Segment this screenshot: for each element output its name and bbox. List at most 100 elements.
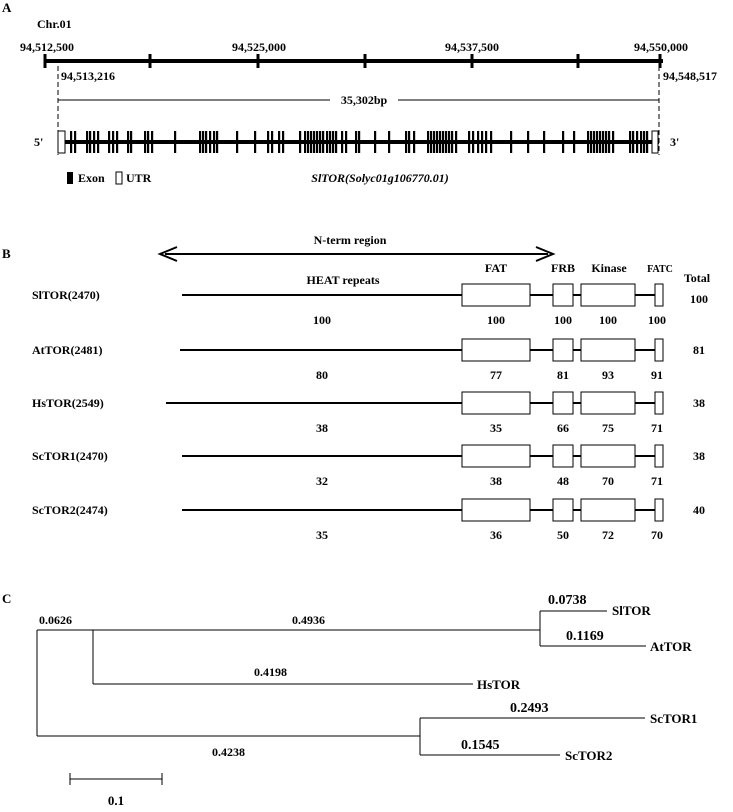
heat-repeats-label: HEAT repeats <box>306 273 379 287</box>
frb-domain-box <box>552 498 574 522</box>
total-identity: 81 <box>693 343 705 357</box>
fatc-identity: 70 <box>651 528 663 542</box>
exon-bar <box>341 131 344 153</box>
exon-bar <box>335 131 338 153</box>
exon-bar <box>472 131 475 153</box>
exon-bar <box>433 131 436 153</box>
fatc-identity: 100 <box>648 313 666 327</box>
frb-identity: 81 <box>557 368 569 382</box>
exon-bar <box>326 131 329 153</box>
panel-b: B N-term region HEAT repeats FAT FRB Kin… <box>2 233 711 542</box>
gene-length-label: 35,302bp <box>341 93 388 107</box>
exon-bar <box>236 131 239 153</box>
exon-bar <box>304 131 307 153</box>
exon-bar <box>345 131 348 153</box>
exon-bar <box>490 131 493 153</box>
protein-name: ScTOR1(2470) <box>32 449 108 463</box>
exon-bar <box>587 131 590 153</box>
exon-bar <box>388 131 391 153</box>
kinase-identity: 70 <box>602 474 614 488</box>
protein-name: HsTOR(2549) <box>32 396 104 410</box>
kinase-domain-box <box>580 498 636 522</box>
exon-bar <box>202 131 205 153</box>
exon-bar <box>636 131 639 153</box>
exon-bar <box>430 131 433 153</box>
fatc-identity: 91 <box>651 368 663 382</box>
exon-bar <box>267 131 270 153</box>
exon-bar <box>596 131 599 153</box>
exon-bar <box>174 131 177 153</box>
panel-c: C 0.0626 0.4936 0.0738 0.1169 0.4198 0.2… <box>2 591 697 808</box>
frb-domain-box <box>552 283 574 307</box>
exon-bar <box>329 131 332 153</box>
utr-5prime <box>57 130 66 154</box>
frb-identity: 66 <box>557 421 569 435</box>
exon-bar <box>70 131 73 153</box>
branch-length-label: 0.2493 <box>510 701 549 716</box>
exon-group <box>70 131 649 153</box>
fatc-domain-box <box>654 391 664 415</box>
protein-name: SlTOR(2470) <box>32 288 100 302</box>
total-identity: 100 <box>690 292 708 306</box>
kinase-domain-label: Kinase <box>591 261 627 275</box>
protein-row-sctor1: ScTOR1(2470) 32 38 48 70 71 38 <box>32 444 705 488</box>
frb-domain-label: FRB <box>551 261 575 275</box>
frb-domain-box <box>552 391 574 415</box>
three-prime-label: 3' <box>670 135 679 149</box>
exon-bar <box>562 131 565 153</box>
exon-bar <box>543 131 546 153</box>
scale-bar-label: 0.1 <box>108 793 124 808</box>
kinase-identity: 75 <box>602 421 614 435</box>
heat-identity: 35 <box>316 528 328 542</box>
taxon-label-attor: AtTOR <box>650 639 692 654</box>
exon-bar <box>468 131 471 153</box>
exon-bar <box>144 131 147 153</box>
exon-bar <box>209 131 212 153</box>
exon-bar <box>89 131 92 153</box>
fat-identity: 35 <box>490 421 502 435</box>
exon-bar <box>319 131 322 153</box>
exon-bar <box>602 131 605 153</box>
kinase-domain-box <box>580 391 636 415</box>
exon-bar <box>573 131 576 153</box>
exon-bar <box>599 131 602 153</box>
utr-3prime <box>651 130 659 154</box>
gene-name-label: SlTOR(Solyc01g106770.01) <box>311 171 448 185</box>
fat-identity: 100 <box>487 313 505 327</box>
utr-legend-swatch <box>115 171 123 185</box>
exon-bar <box>608 131 611 153</box>
exon-bar <box>593 131 596 153</box>
exon-bar <box>205 131 208 153</box>
exon-bar <box>151 131 154 153</box>
exon-bar <box>254 131 257 153</box>
exon-bar <box>355 131 358 153</box>
total-identity: 38 <box>693 449 705 463</box>
fatc-domain-box <box>654 498 664 522</box>
taxon-label-hstor: HsTOR <box>477 677 521 692</box>
scale-tick-label: 94,550,000 <box>634 40 688 54</box>
scale-ticks <box>43 54 662 68</box>
fatc-domain-box <box>654 444 664 468</box>
exon-bar <box>427 131 430 153</box>
exon-bar <box>527 131 530 153</box>
total-identity: 38 <box>693 396 705 410</box>
branch-length-label: 0.0626 <box>39 613 72 627</box>
exon-bar <box>632 131 635 153</box>
chromosome-label: Chr.01 <box>37 17 72 31</box>
taxon-label-sctor1: ScTOR1 <box>650 711 697 726</box>
gene-start-coordinate: 94,513,216 <box>61 69 115 83</box>
protein-row-attor: AtTOR(2481) 80 77 81 93 91 81 <box>32 338 705 382</box>
fat-domain-box <box>461 444 531 468</box>
protein-name: ScTOR2(2474) <box>32 503 108 517</box>
exon-bar <box>442 131 445 153</box>
protein-row-hstor: HsTOR(2549) 38 35 66 75 71 38 <box>32 391 705 435</box>
exon-bar <box>86 131 89 153</box>
branch-length-label: 0.4936 <box>292 613 325 627</box>
exon-bar <box>116 131 119 153</box>
protein-row-sctor2: ScTOR2(2474) 35 36 50 72 70 40 <box>32 498 705 542</box>
exon-bar <box>216 131 219 153</box>
protein-row-sltor: SlTOR(2470) 100 100 100 100 100 100 <box>32 283 708 327</box>
panel-a: A Chr.01 94,512,500 94,525,000 94,537,50… <box>2 0 717 185</box>
scale-tick <box>576 54 580 68</box>
exon-bar <box>97 131 100 153</box>
